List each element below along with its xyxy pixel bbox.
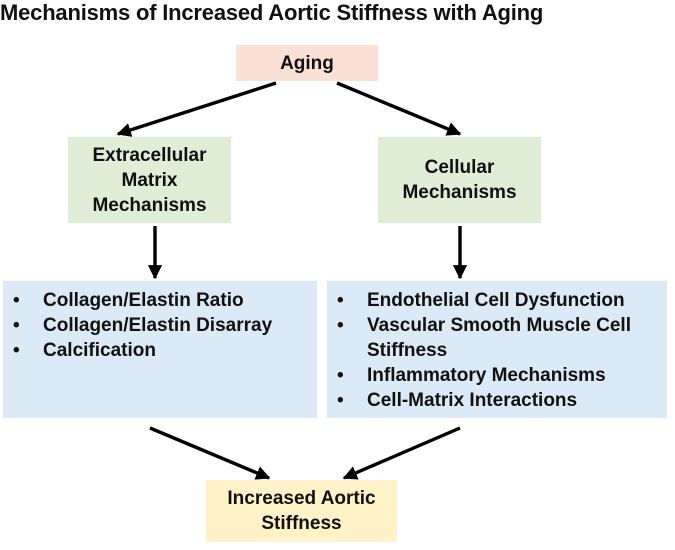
list-item: • Endothelial Cell Dysfunction	[333, 288, 661, 313]
outcome-node-line-1: Increased Aortic	[227, 488, 376, 509]
list-item: • Inflammatory Mechanisms	[333, 363, 661, 388]
bullet: •	[337, 290, 344, 311]
list-item: • Collagen/Elastin Disarray	[9, 313, 311, 338]
bullet: •	[13, 340, 20, 361]
extracellular-node-line-3: Mechanisms	[92, 194, 207, 216]
bullet: •	[337, 390, 344, 411]
list-item-text: Endothelial Cell Dysfunction	[367, 290, 625, 311]
list-item: • Vascular Smooth Muscle Cell Stiffness	[333, 313, 637, 363]
bullet: •	[337, 315, 344, 336]
list-item: • Calcification	[9, 338, 311, 363]
list-item-text: Collagen/Elastin Ratio	[43, 290, 244, 311]
list-item-text: Vascular Smooth Muscle Cell Stiffness	[367, 315, 631, 361]
cellular-node-line-1: Cellular	[424, 157, 495, 178]
cellular-mechanisms-list: • Endothelial Cell Dysfunction • Vascular …	[327, 281, 667, 418]
arrow-aging-to-cellular	[336, 81, 462, 136]
list-item-text: Inflammatory Mechanisms	[367, 365, 606, 386]
extracellular-matrix-node: Extracellular Matrix Mechanisms	[68, 137, 231, 223]
arrow-aging-to-extracellular	[116, 81, 277, 137]
increased-aortic-stiffness-node: Increased Aortic Stiffness	[206, 480, 397, 542]
extracellular-node-line-2: Matrix	[121, 169, 178, 191]
bullet: •	[337, 365, 344, 386]
arrow-right-panel-to-outcome	[342, 426, 461, 480]
bullet: •	[13, 290, 20, 311]
extracellular-mechanisms-list: • Collagen/Elastin Ratio • Collagen/Elasti…	[3, 281, 317, 418]
extracellular-node-line-1: Extracellular	[92, 144, 207, 166]
list-item-text: Calcification	[43, 340, 156, 361]
cellular-node-line-2: Mechanisms	[402, 182, 517, 203]
list-item-text: Collagen/Elastin Disarray	[43, 315, 273, 336]
bullet: •	[13, 315, 20, 336]
aging-node: Aging	[236, 45, 378, 81]
list-item-text: Cell-Matrix Interactions	[367, 390, 578, 411]
diagram-title: Mechanisms of Increased Aortic Stiffness…	[0, 0, 544, 25]
cellular-mechanisms-node: Cellular Mechanisms	[378, 137, 541, 223]
aging-node-label: Aging	[280, 52, 334, 74]
list-item: • Cell-Matrix Interactions	[333, 388, 661, 413]
outcome-node-line-2: Stiffness	[261, 513, 342, 534]
list-item: • Collagen/Elastin Ratio	[9, 288, 311, 313]
arrow-left-panel-to-outcome	[149, 426, 271, 480]
